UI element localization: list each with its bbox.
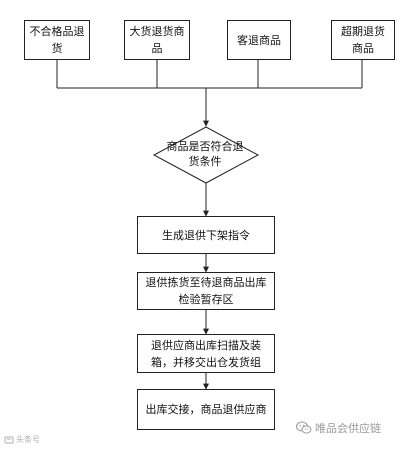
watermark-left: 头条号 (4, 434, 40, 445)
step-box-1: 生成退供下架指令 (137, 216, 275, 254)
source-box-2-label: 大货退货商品 (129, 25, 185, 55)
watermark-left-text: 头条号 (16, 435, 40, 444)
source-box-4: 超期退货商品 (331, 20, 395, 60)
wechat-icon (296, 421, 312, 434)
step-box-1-label: 生成退供下架指令 (162, 228, 250, 242)
watermark-right: 唯品会供应链 (296, 420, 381, 436)
step-box-2-label: 退供拣货至待退商品出库检验暂存区 (145, 276, 267, 306)
source-box-1-label: 不合格品退货 (29, 25, 85, 55)
watermark-right-text: 唯品会供应链 (315, 422, 381, 435)
toutiao-icon (4, 436, 14, 443)
step-box-4-label: 出库交接，商品退供应商 (145, 403, 267, 416)
step-box-2: 退供拣货至待退商品出库检验暂存区 (137, 272, 275, 310)
source-box-4-label: 超期退货商品 (341, 25, 385, 55)
step-box-3-label: 退供应商出库扫描及装箱，并移交出仓发货组 (151, 338, 261, 369)
source-box-1: 不合格品退货 (24, 20, 90, 60)
step-box-4: 出库交接，商品退供应商 (137, 389, 275, 430)
step-box-3: 退供应商出库扫描及装箱，并移交出仓发货组 (137, 334, 275, 373)
source-box-3: 客退商品 (227, 20, 291, 60)
decision-label: 商品是否符合退货条件 (166, 140, 244, 168)
source-box-2: 大货退货商品 (124, 20, 190, 60)
source-box-3-label: 客退商品 (237, 33, 281, 47)
